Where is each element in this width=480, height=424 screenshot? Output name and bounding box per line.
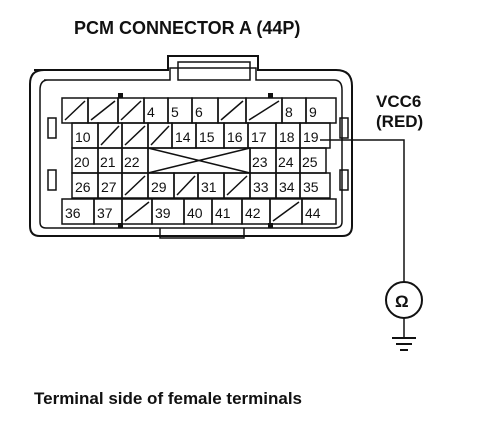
terminal-number: 27 — [101, 179, 117, 195]
terminal-number: 33 — [253, 179, 269, 195]
terminal-cell: 17 — [247, 122, 277, 149]
terminal-number: 16 — [227, 129, 243, 145]
terminal-empty-cell — [117, 97, 145, 124]
terminal-number: 22 — [124, 154, 140, 170]
ohmmeter-icon: Ω — [385, 281, 423, 319]
terminal-blank-block — [147, 147, 251, 174]
ohm-symbol: Ω — [395, 292, 409, 311]
terminal-number: 18 — [279, 129, 295, 145]
terminal-cell: 44 — [301, 198, 337, 225]
probe-label-vcc6: VCC6 — [376, 92, 421, 111]
terminal-number: 23 — [252, 154, 268, 170]
probe-label-red: (RED) — [376, 112, 423, 131]
terminal-number: 19 — [303, 129, 319, 145]
terminal-number: 15 — [199, 129, 215, 145]
terminal-cell: 27 — [97, 172, 123, 199]
terminal-cell: 24 — [275, 147, 301, 174]
terminal-cell: 4 — [143, 97, 169, 124]
terminal-cell: 20 — [71, 147, 99, 174]
terminal-number: 21 — [100, 154, 116, 170]
terminal-empty-cell — [61, 97, 89, 124]
terminal-cell: 9 — [305, 97, 337, 124]
terminal-number: 34 — [279, 179, 295, 195]
terminal-cell: 15 — [195, 122, 225, 149]
terminal-empty-cell — [121, 172, 149, 199]
terminal-number: 37 — [97, 205, 113, 221]
terminal-cell: 22 — [121, 147, 149, 174]
probe-wire — [320, 139, 405, 282]
terminal-empty-cell — [173, 172, 199, 199]
terminal-cell: 16 — [223, 122, 249, 149]
terminal-number: 8 — [285, 104, 293, 120]
terminal-cell: 33 — [249, 172, 277, 199]
terminal-cell: 8 — [281, 97, 307, 124]
terminal-cell: 5 — [167, 97, 193, 124]
terminal-cell: 37 — [93, 198, 123, 225]
terminal-cell: 18 — [275, 122, 301, 149]
terminal-number: 24 — [278, 154, 294, 170]
terminal-cell: 31 — [197, 172, 225, 199]
terminal-number: 25 — [302, 154, 318, 170]
terminal-empty-cell — [217, 97, 247, 124]
terminal-cell: 14 — [171, 122, 197, 149]
connector-housing — [29, 55, 353, 239]
terminal-number: 9 — [309, 104, 317, 120]
diagram-title: PCM CONNECTOR A (44P) — [74, 18, 300, 38]
footer-caption: Terminal side of female terminals — [34, 389, 302, 408]
terminal-number: 35 — [303, 179, 319, 195]
terminal-cell: 36 — [61, 198, 95, 225]
terminal-cell: 10 — [71, 122, 99, 149]
terminal-number: 31 — [201, 179, 217, 195]
terminal-cell: 41 — [211, 198, 243, 225]
terminal-cell: 23 — [249, 147, 277, 174]
terminal-number: 5 — [171, 104, 179, 120]
terminal-number: 44 — [305, 205, 321, 221]
terminal-number: 41 — [215, 205, 231, 221]
terminal-number: 6 — [195, 104, 203, 120]
terminal-number: 14 — [175, 129, 191, 145]
terminal-cell: 6 — [191, 97, 219, 124]
terminal-empty-cell — [223, 172, 251, 199]
terminal-number: 36 — [65, 205, 81, 221]
terminal-cell: 29 — [147, 172, 175, 199]
terminal-empty-cell — [121, 198, 153, 225]
terminal-number: 39 — [155, 205, 171, 221]
terminal-number: 17 — [251, 129, 267, 145]
terminal-number: 29 — [151, 179, 167, 195]
terminal-cell: 19 — [299, 122, 331, 149]
terminal-cell: 26 — [71, 172, 99, 199]
terminal-cell: 35 — [299, 172, 331, 199]
terminal-number: 42 — [245, 205, 261, 221]
terminal-cell: 21 — [97, 147, 123, 174]
terminal-cell: 40 — [183, 198, 213, 225]
terminal-number: 40 — [187, 205, 203, 221]
terminal-number: 4 — [147, 104, 155, 120]
terminal-cell: 34 — [275, 172, 301, 199]
ground-icon — [392, 318, 416, 351]
terminal-empty-cell — [147, 122, 173, 149]
terminal-cell: 25 — [299, 147, 327, 174]
terminal-cell: 39 — [151, 198, 185, 225]
terminal-cell: 42 — [241, 198, 271, 225]
terminal-empty-cell — [269, 198, 303, 225]
terminal-empty-cell — [97, 122, 123, 149]
terminal-empty-cell — [121, 122, 149, 149]
terminal-empty-cell — [245, 97, 283, 124]
terminal-empty-cell — [87, 97, 119, 124]
terminal-number: 20 — [74, 154, 90, 170]
terminal-number: 10 — [75, 129, 91, 145]
terminal-number: 26 — [75, 179, 91, 195]
